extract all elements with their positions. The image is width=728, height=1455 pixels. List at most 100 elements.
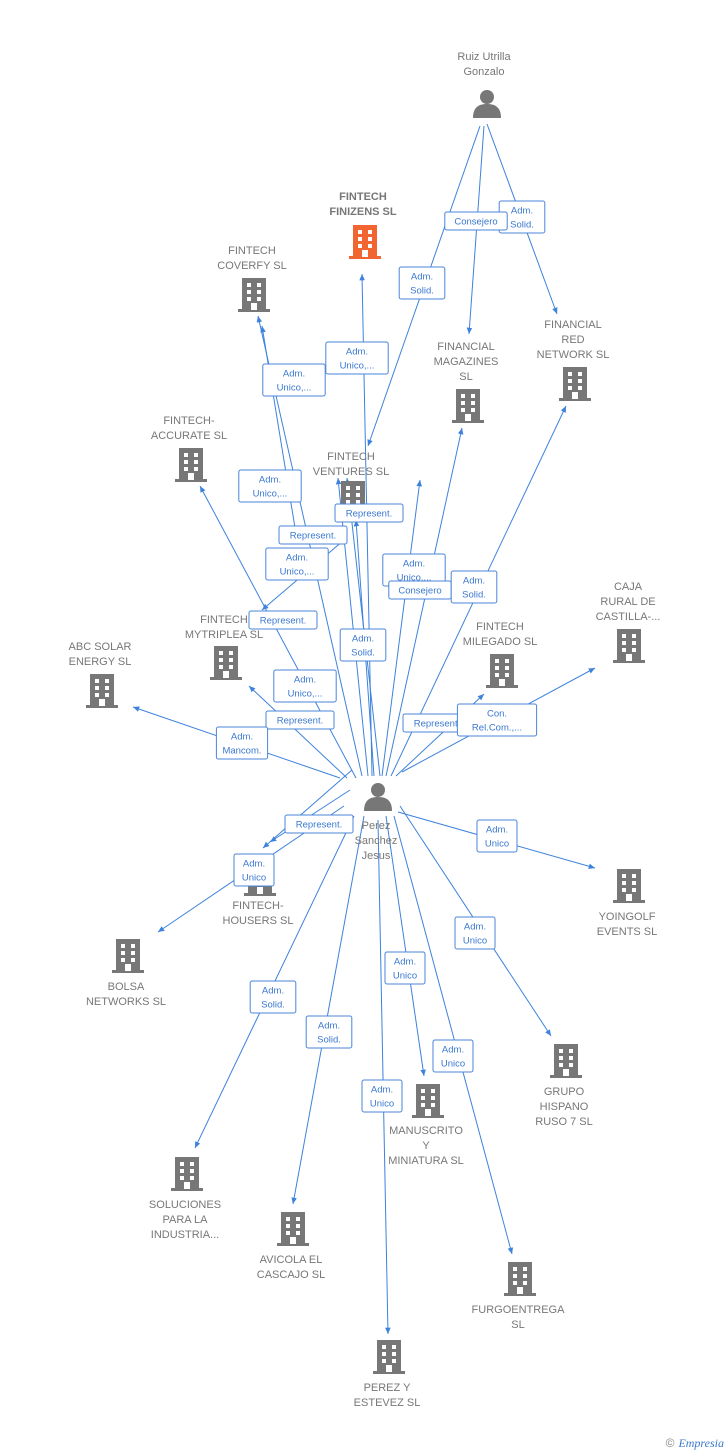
relation-label-r_ruiz_mag[interactable]: Consejero	[444, 211, 508, 231]
relation-text: Adm.Unico,...	[397, 559, 432, 584]
relation-box	[398, 266, 446, 300]
relation-label-r_p_grupo[interactable]: Adm.Unico	[454, 916, 496, 950]
relation-label-r_p_caja[interactable]: Con.Rel.Com.,...	[456, 703, 538, 737]
relation-text: Adm.Solid.	[261, 986, 285, 1011]
relation-label-r_p_soluciones[interactable]: Adm.Solid.	[249, 980, 297, 1014]
relation-label-r_p_redn[interactable]: Adm.Solid.	[450, 570, 498, 604]
relation-text: Adm.Unico	[485, 825, 509, 850]
building-icon	[112, 939, 144, 973]
relation-label-r_p_perezest[interactable]: Adm.Unico	[361, 1079, 403, 1113]
relation-label-r_p_vent_solid[interactable]: Adm.Solid.	[339, 628, 387, 662]
relation-label-r_p_furgo[interactable]: Adm.Unico	[432, 1039, 474, 1073]
relation-label-r_p_mytriplea[interactable]: Adm.Unico,...	[265, 547, 329, 581]
relation-edge	[291, 815, 365, 1205]
relation-label-r_p_manuscrito[interactable]: Adm.Unico	[384, 951, 426, 985]
relation-edge	[262, 769, 353, 849]
relation-text: Adm.Unico	[393, 957, 417, 982]
brand-logo: Empresia	[678, 1436, 724, 1450]
relation-label-r_consejero2[interactable]: Consejero	[388, 580, 452, 600]
relation-label-r_vent_repr[interactable]: Represent.	[334, 503, 404, 523]
relation-box	[238, 469, 302, 503]
relation-label-r_repr4[interactable]: Represent.	[265, 710, 335, 730]
relation-label-r_repr3[interactable]: Represent.	[248, 610, 318, 630]
relation-box	[248, 610, 318, 630]
relation-text: Consejero	[398, 586, 441, 597]
building-icon	[277, 1212, 309, 1246]
relation-edge	[393, 815, 514, 1255]
relation-edge	[385, 427, 464, 777]
relation-box	[265, 710, 335, 730]
relation-label-r_p_finizens[interactable]: Adm.Unico,...	[325, 341, 389, 375]
building-icon	[349, 225, 381, 259]
copyright-icon: ©	[665, 1436, 675, 1450]
company-node-housers[interactable]: FINTECH-HOUSERS SL	[223, 862, 294, 927]
building-icon	[550, 1044, 582, 1078]
relation-box	[454, 916, 496, 950]
relation-box	[339, 628, 387, 662]
relation-label-r_p_accurate[interactable]: Adm.Unico,...	[238, 469, 302, 503]
relation-text: Adm.Solid.	[410, 272, 434, 297]
relation-edge	[385, 815, 426, 1077]
relation-label-r_p_housers[interactable]: Adm.Unico	[233, 853, 275, 887]
relation-labels: Adm.Solid.ConsejeroAdm.Solid.Adm.Unico,.…	[215, 200, 546, 1113]
relation-box	[444, 211, 508, 231]
relation-text: Adm.Solid.	[317, 1021, 341, 1046]
relation-box	[249, 980, 297, 1014]
relation-text: Represent.	[290, 531, 336, 542]
building-icon	[210, 646, 242, 680]
relation-text: Adm.Unico	[463, 922, 487, 947]
relation-edge	[377, 819, 391, 1335]
relation-label-r_repr6[interactable]: Represent.	[284, 814, 354, 834]
company-node-accurate[interactable]: FINTECH-ACCURATE SL	[151, 415, 227, 482]
relation-label-r_ruiz_vent[interactable]: Adm.Solid.	[398, 266, 446, 300]
relation-text: Adm.Unico	[242, 859, 266, 884]
relation-label-r_repr2[interactable]: Represent.	[278, 525, 348, 545]
relation-text: Adm.Solid.	[351, 634, 375, 659]
person-icon	[473, 90, 501, 118]
brand-footer: ©Empresia	[666, 1436, 724, 1451]
building-icon	[613, 869, 645, 903]
relation-label-r_p_yoingolf[interactable]: Adm.Unico	[476, 819, 518, 853]
relation-label-r_p_abc_unico[interactable]: Adm.Unico,...	[273, 669, 337, 703]
relation-box	[476, 819, 518, 853]
relation-text: Adm.Unico,...	[253, 475, 288, 500]
relation-text: Represent.	[296, 820, 342, 831]
building-icon	[373, 1340, 405, 1374]
relation-label-r_p_coverfy[interactable]: Adm.Unico,...	[262, 363, 326, 397]
relation-box	[432, 1039, 474, 1073]
relation-box	[384, 951, 426, 985]
relation-box	[361, 1079, 403, 1113]
relation-box	[265, 547, 329, 581]
relation-label-r_p_avicola[interactable]: Adm.Solid.	[305, 1015, 353, 1049]
building-icon	[613, 629, 645, 663]
relation-text: Adm.Unico,...	[277, 369, 312, 394]
relation-label-r_p_abc[interactable]: Adm.Mancom.	[215, 726, 269, 760]
